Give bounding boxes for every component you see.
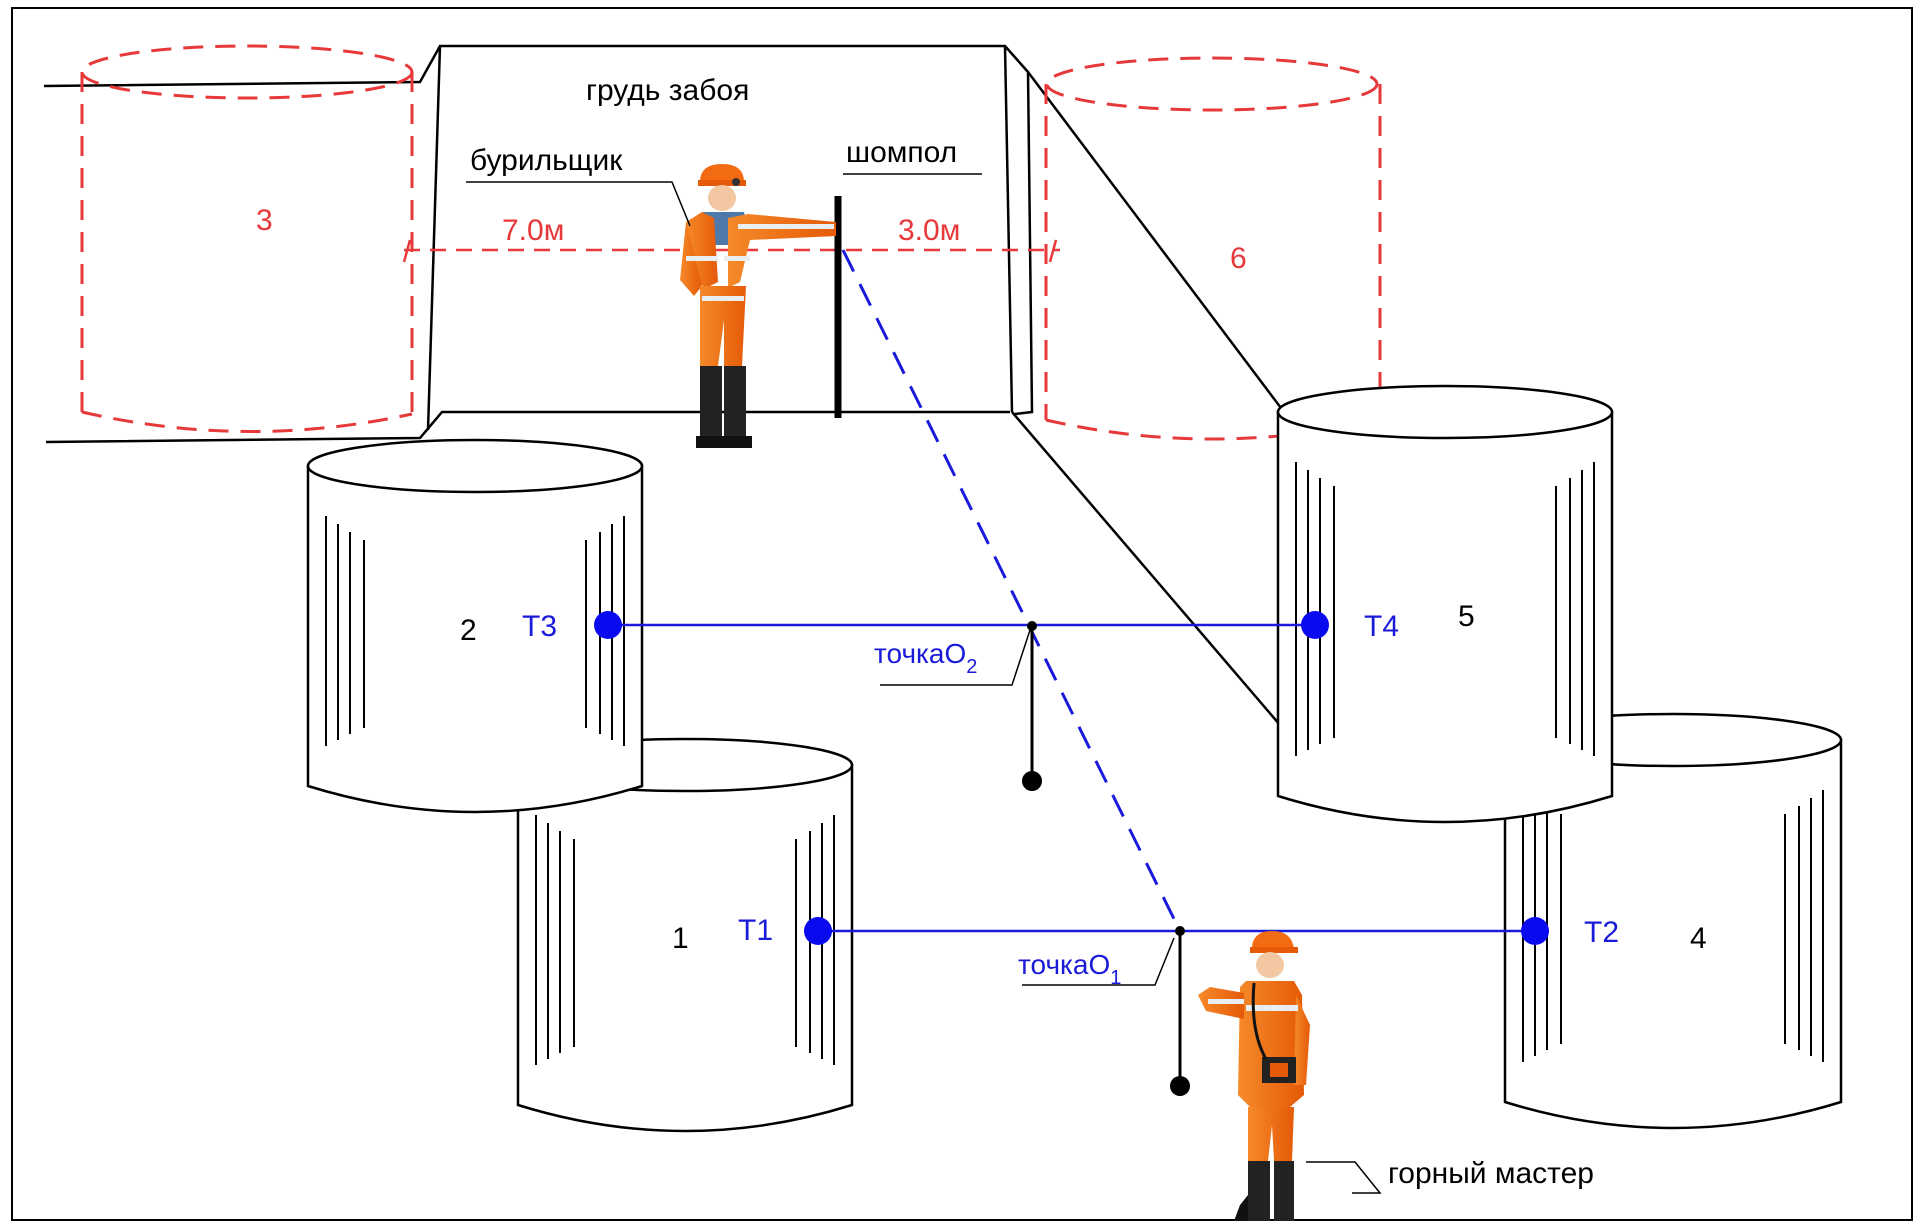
- survey-point-label-t3: T3: [522, 610, 557, 643]
- plumb-bob-icon: [1170, 926, 1190, 1096]
- pillar-number-1: 1: [672, 922, 689, 955]
- plumb-bob-icon: [1022, 621, 1042, 791]
- distance-right-label: 3.0м: [898, 214, 960, 247]
- pillar-number-4: 4: [1690, 922, 1707, 955]
- driller-label: бурильщик: [470, 144, 623, 177]
- distance-left-label: 7.0м: [502, 214, 564, 247]
- rod-label: шомпол: [846, 136, 957, 169]
- leader-lines: [466, 173, 1382, 1194]
- survey-points: [594, 611, 1549, 945]
- pillar-number-6: 6: [1230, 242, 1247, 275]
- driller-figure: [680, 164, 836, 448]
- point-o2-label: точкаО2: [874, 638, 977, 678]
- foreman-figure: [1198, 931, 1310, 1221]
- point-o1-label: точкаО1: [1018, 949, 1121, 989]
- pillar-5: [1276, 384, 1614, 824]
- survey-point-label-t1: T1: [738, 914, 773, 947]
- pillar-number-5: 5: [1458, 600, 1475, 633]
- face-label: грудь забоя: [586, 74, 749, 107]
- pillar-number-3: 3: [256, 204, 273, 237]
- pillars-group: [306, 384, 1843, 1133]
- survey-point-label-t4: T4: [1364, 610, 1399, 643]
- survey-point-t1: [804, 917, 832, 945]
- planned-pillar-3: [80, 44, 414, 434]
- pillar-number-2: 2: [460, 614, 477, 647]
- survey-point-t3: [594, 611, 622, 639]
- pillar-2: [306, 438, 644, 814]
- helmet-icon: [700, 164, 744, 182]
- survey-point-label-t2: T2: [1584, 916, 1619, 949]
- helmet-icon: [1252, 931, 1294, 949]
- survey-point-t4: [1301, 611, 1329, 639]
- survey-point-t2: [1521, 917, 1549, 945]
- survey-sight-line: [841, 249, 1182, 932]
- foreman-label: горный мастер: [1388, 1157, 1594, 1190]
